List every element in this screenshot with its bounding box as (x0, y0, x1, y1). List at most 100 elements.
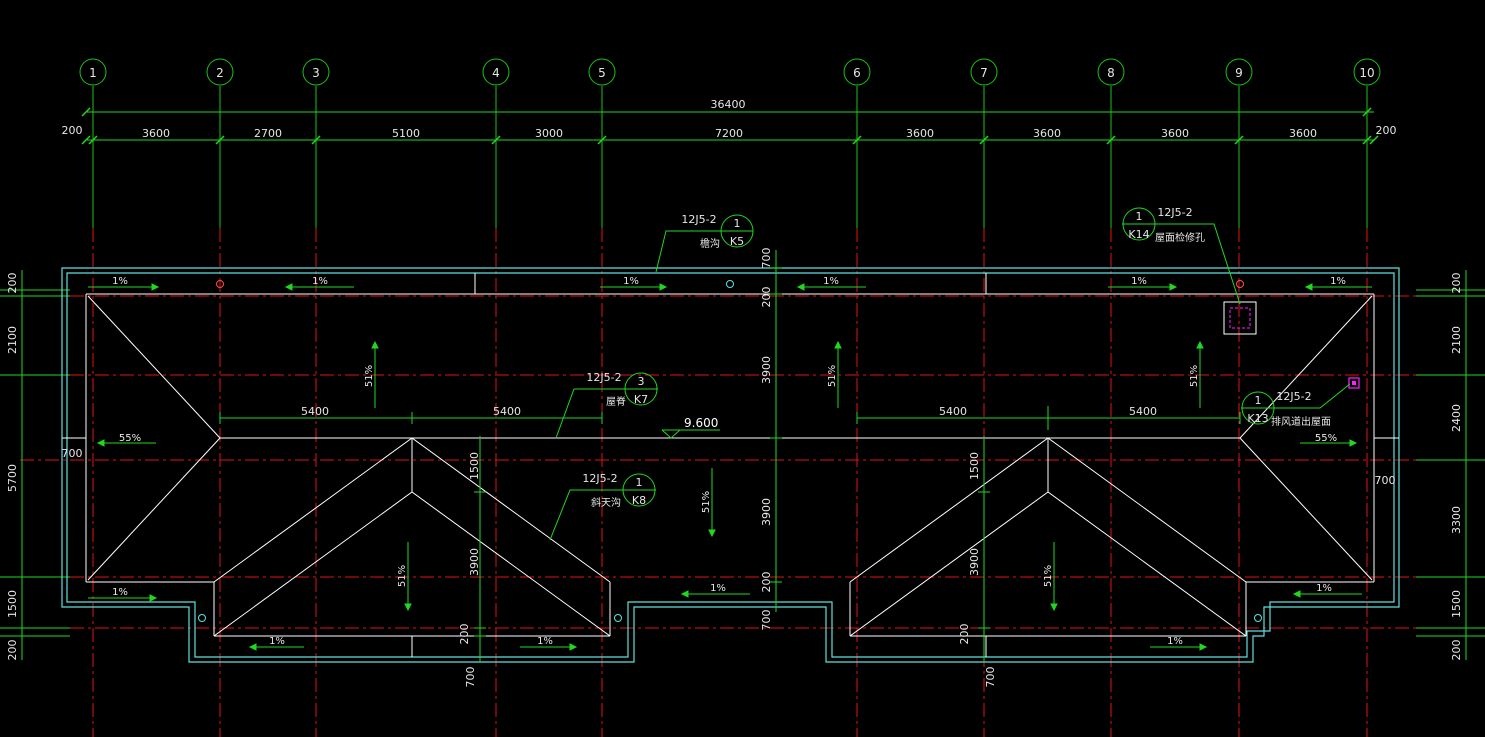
roof-drains (198, 280, 1262, 622)
slope-label: 51% (701, 491, 712, 513)
bay-dimension: 3000 (535, 127, 563, 140)
vertical-dimension: 3900 (468, 548, 481, 576)
slope-label: 1% (1131, 276, 1147, 287)
access-hatch-icon (1223, 301, 1257, 335)
axis-bubble: 5 (588, 58, 616, 86)
overall-dimension: 36400 (711, 98, 746, 111)
middle-vertical-dimensions: 700 200 3900 3900 200 700 (760, 248, 773, 631)
dormer-left-dimensions: 1500 3900 200 700 (458, 452, 481, 688)
axis-label: 10 (1359, 66, 1374, 80)
callout-note: 屋脊 (606, 395, 626, 408)
callout-note: 斜天沟 (591, 496, 621, 509)
slope-labels: 1% 1% 1% 1% 1% 1% 55% 55% 1% 1% 1% 1% 1%… (112, 276, 1346, 647)
callout-k14: 1 K14 12J5-2 屋面检修孔 (1122, 206, 1241, 305)
roof-ridges (87, 295, 1373, 637)
axis-label: 4 (492, 66, 500, 80)
slope-label: 1% (823, 276, 839, 287)
side-dimension: 5700 (6, 464, 19, 492)
axis-label: 6 (853, 66, 861, 80)
top-dimension-texts: 36400 200 200 3600 2700 5100 3000 7200 3… (62, 98, 1397, 140)
axis-label: 9 (1235, 66, 1243, 80)
axis-bubbles: 1 2 3 4 5 6 7 8 9 10 (79, 58, 1381, 86)
slope-label: 1% (1316, 583, 1332, 594)
slope-label: 1% (1330, 276, 1346, 287)
vertical-dimension: 3900 (760, 498, 773, 526)
bay-dimension: 3600 (142, 127, 170, 140)
slope-label: 51% (827, 365, 838, 387)
vertical-dimension: 3900 (968, 548, 981, 576)
vertical-dimension: 200 (958, 624, 971, 645)
axis-bubble: 10 (1353, 58, 1381, 86)
end-dimension-right: 200 (1376, 124, 1397, 137)
drain-icon (726, 280, 734, 288)
callout-detail: K7 (634, 393, 648, 406)
callout-k7: 12J5-2 3 K7 屋脊 (555, 371, 658, 439)
callout-detail: K5 (730, 235, 744, 248)
dormer-right-dimensions: 1500 3900 200 700 (958, 452, 997, 688)
left-side-dimensions: 200 2100 5700 1500 200 (6, 273, 19, 661)
slope-label: 51% (364, 365, 375, 387)
side-dimension-lines (0, 270, 1485, 660)
axis-lines (92, 86, 1368, 737)
vertical-dimension: 1500 (468, 452, 481, 480)
callout-note: 排风道出屋面 (1271, 415, 1331, 428)
bay-dimension: 3600 (1033, 127, 1061, 140)
slope-label: 1% (710, 583, 726, 594)
side-dimension: 200 (6, 640, 19, 661)
callout-num: 1 (1255, 394, 1262, 407)
slope-arrows (88, 283, 1372, 651)
side-dimension: 200 (6, 273, 19, 294)
axis-label: 5 (598, 66, 606, 80)
side-dimension: 2400 (1450, 404, 1463, 432)
axis-label: 2 (216, 66, 224, 80)
axis-bubble: 2 (206, 58, 234, 86)
ridge-span-dimensions: 5400 5400 5400 5400 (301, 405, 1157, 418)
side-dimension: 3300 (1450, 506, 1463, 534)
callout-k13: 1 K13 12J5-2 排风道出屋面 (1241, 383, 1351, 428)
callout-num: 3 (638, 375, 645, 388)
slope-label: 1% (1167, 636, 1183, 647)
axis-bubble: 6 (843, 58, 871, 86)
slope-label: 1% (623, 276, 639, 287)
roof-outline (61, 267, 1400, 663)
bay-dimension: 3600 (1289, 127, 1317, 140)
slope-label: 51% (1189, 365, 1200, 387)
vertical-dimension: 200 (760, 287, 773, 308)
drain-icon (614, 614, 622, 622)
callout-k5: 12J5-2 1 K5 檐沟 (655, 213, 754, 273)
callout-detail: K14 (1128, 228, 1149, 241)
end-dimension-left: 200 (62, 124, 83, 137)
vertical-dimension: 700 (984, 667, 997, 688)
gutter-lines (62, 273, 1399, 657)
slope-label: 1% (112, 587, 128, 598)
ridge-span: 5400 (301, 405, 329, 418)
vertical-dimension: 200 (458, 624, 471, 645)
slope-label: 51% (1043, 565, 1054, 587)
side-dimension: 200 (1450, 273, 1463, 294)
slope-label: 55% (1315, 433, 1337, 444)
top-dimensions (81, 107, 1379, 145)
ridge-span: 5400 (1129, 405, 1157, 418)
slope-label: 1% (112, 276, 128, 287)
callout-ref: 12J5-2 (582, 472, 617, 485)
slope-arrows-vertical (371, 340, 1204, 612)
interior-dimension-lines (219, 250, 1241, 662)
drain-icon (1254, 614, 1262, 622)
axis-bubble: 4 (482, 58, 510, 86)
callout-num: 1 (734, 217, 741, 230)
drain-icon (198, 614, 206, 622)
callout-ref: 12J5-2 (586, 371, 621, 384)
axis-label: 3 (312, 66, 320, 80)
axis-bubble: 9 (1225, 58, 1253, 86)
axis-label: 7 (980, 66, 988, 80)
vertical-dimension: 700 (760, 248, 773, 269)
axis-bubble: 1 (79, 58, 107, 86)
exhaust-flue-icon (1348, 377, 1360, 389)
callout-detail: K8 (632, 494, 646, 507)
bay-dimension: 2700 (254, 127, 282, 140)
centerlines (20, 295, 1470, 629)
slope-label: 1% (537, 636, 553, 647)
right-side-dimensions: 200 2100 2400 3300 1500 200 (1450, 273, 1463, 661)
side-dimension: 200 (1450, 640, 1463, 661)
axis-bubble: 8 (1097, 58, 1125, 86)
